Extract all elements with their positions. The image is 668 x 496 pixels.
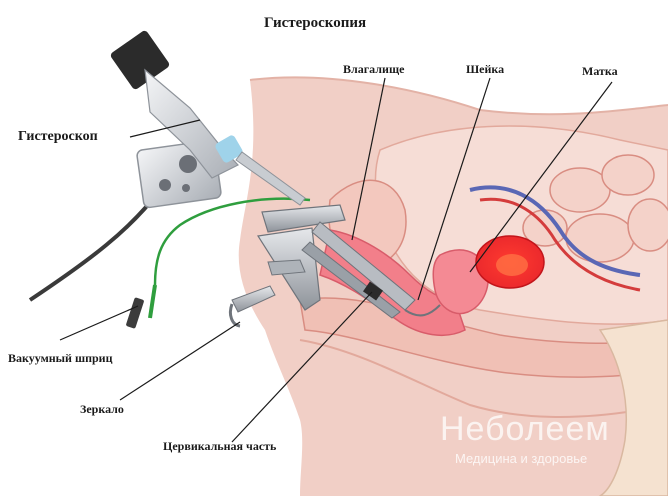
label-speculum: Зеркало — [80, 402, 124, 416]
syringe-body — [126, 297, 144, 329]
hysteroscope — [110, 30, 306, 206]
speculum — [228, 204, 416, 328]
green-tube-syringe — [148, 284, 157, 319]
sacrum — [598, 319, 668, 496]
blood-vessel-blue — [469, 185, 641, 277]
leader-lines — [59, 77, 613, 443]
intestines — [522, 154, 668, 263]
scope-knob-small — [159, 179, 171, 191]
label-vagina: Влагалище — [343, 62, 405, 76]
watermark-tagline: Медицина и здоровье — [455, 451, 588, 466]
blood-vessel-red — [479, 197, 641, 292]
scope-knob-tiny — [182, 184, 190, 192]
scope-tip — [404, 304, 441, 317]
diagram-title: Гистероскопия — [264, 15, 367, 31]
uterus-cavity — [496, 254, 528, 276]
green-tube — [153, 197, 311, 286]
pelvic-floor — [299, 339, 641, 418]
label-cervix: Шейка — [466, 62, 505, 76]
black-cable — [28, 188, 162, 302]
label-uterus: Матка — [582, 64, 618, 78]
scope-knob-large — [179, 155, 197, 173]
label-vacuum-syringe: Вакуумный шприц — [8, 351, 113, 365]
label-hysteroscope: Гистероскоп — [18, 129, 98, 144]
label-cervical-part: Цервикальная часть — [163, 439, 277, 453]
watermark-name: Неболеем — [440, 410, 610, 448]
